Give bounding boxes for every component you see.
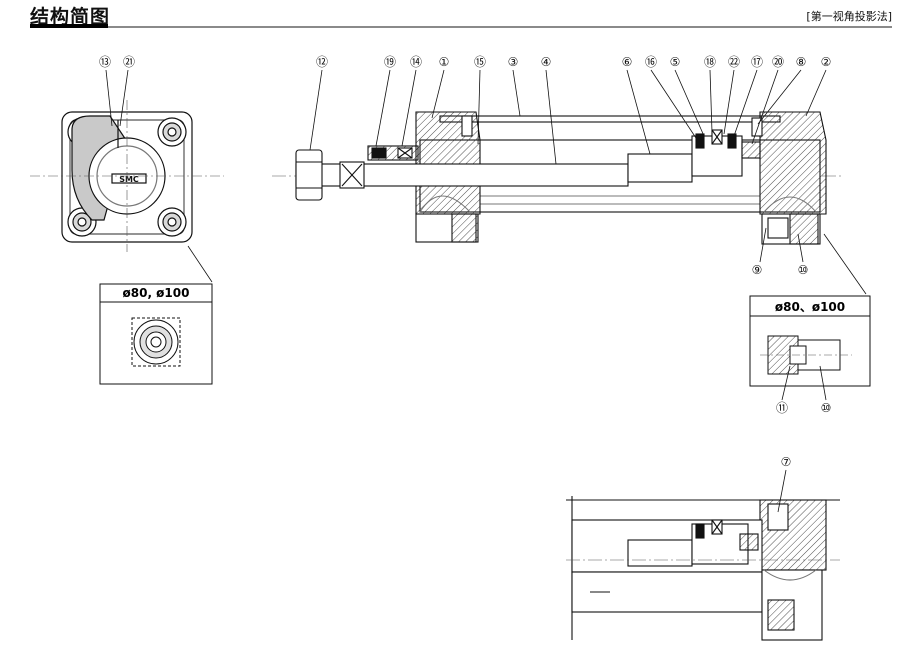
callout-10: ⑩	[798, 263, 809, 277]
callout-13: ⑬	[99, 55, 111, 69]
callout-16: ⑯	[645, 55, 657, 69]
detail-box-right: ø80、ø100	[749, 233, 871, 387]
callout-labels: ⑬ ㉑ ⑫ ⑲ ⑭ ① ⑮ ③ ④ ⑥ ⑯ ⑤ ⑱ ㉒ ⑰ ⑳ ⑧ ②	[99, 55, 832, 513]
header: 结构简图 [第一视角投影法]	[30, 0, 892, 30]
detail-box-left: ø80, ø100	[99, 283, 213, 385]
detail-box-right-title: ø80、ø100	[775, 300, 845, 314]
callout-19: ⑲	[384, 55, 396, 69]
partial-view	[566, 496, 840, 641]
callout-10-detail: ⑩	[821, 401, 832, 415]
callout-21: ㉑	[123, 55, 135, 69]
callout-1: ①	[439, 55, 450, 69]
callout-20: ⑳	[772, 55, 784, 69]
projection-note: [第一视角投影法]	[806, 10, 892, 23]
callout-14: ⑭	[410, 55, 422, 69]
main-section-view	[272, 111, 842, 245]
callout-15: ⑮	[474, 55, 486, 69]
callout-2: ②	[821, 55, 832, 69]
callout-18: ⑱	[704, 55, 716, 69]
callout-5: ⑤	[670, 55, 681, 69]
callout-22: ㉒	[728, 55, 740, 69]
callout-6: ⑥	[622, 55, 633, 69]
callout-9: ⑨	[752, 263, 763, 277]
end-view: SMC	[30, 100, 224, 283]
tie-rod-bolt	[157, 207, 187, 237]
callout-12: ⑫	[316, 55, 328, 69]
callout-3: ③	[508, 55, 519, 69]
callout-11: ⑪	[776, 401, 788, 415]
tie-rod-bolt	[157, 117, 187, 147]
callout-8: ⑧	[796, 55, 807, 69]
detail-box-left-title: ø80, ø100	[123, 286, 190, 300]
callout-17: ⑰	[751, 55, 763, 69]
smc-mark: SMC	[119, 175, 139, 184]
callout-7: ⑦	[781, 455, 792, 469]
title-underline	[30, 24, 108, 28]
header-rule	[108, 26, 892, 28]
callout-4: ④	[541, 55, 552, 69]
page-title: 结构简图	[30, 6, 111, 28]
